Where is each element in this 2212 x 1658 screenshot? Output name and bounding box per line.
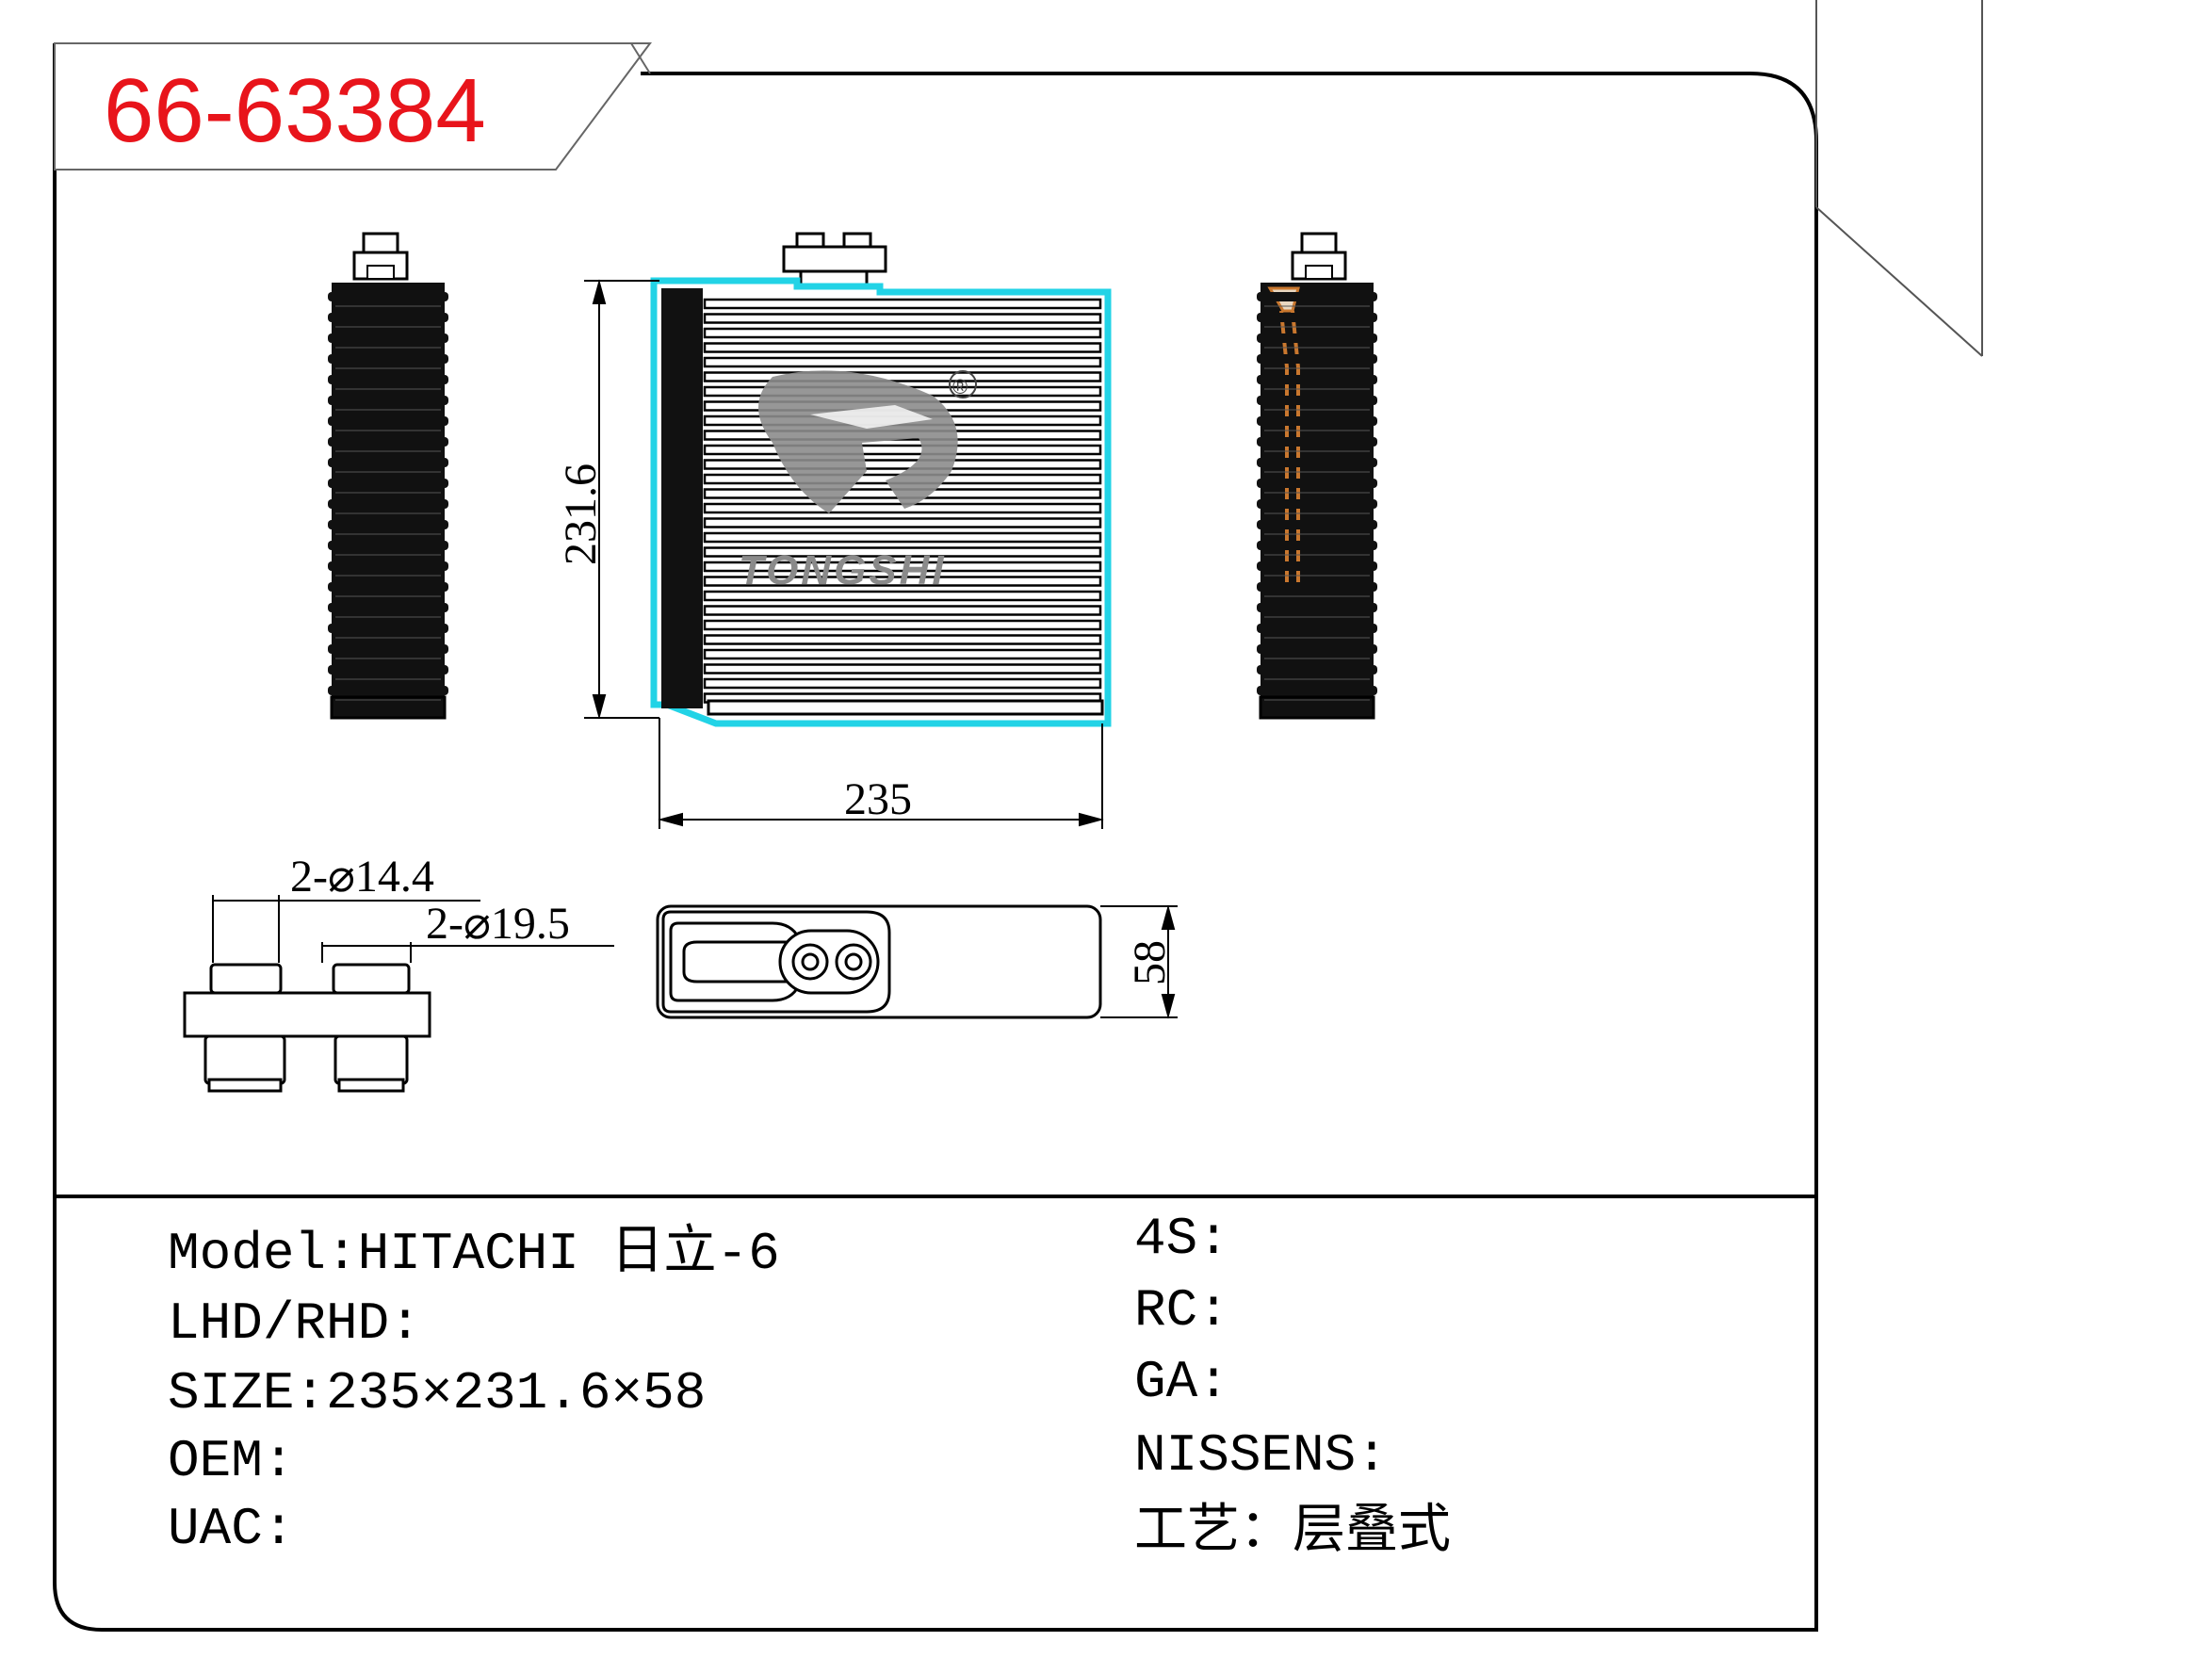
pipe-large-dimension-label: 2-⌀19.5 bbox=[426, 899, 570, 949]
part-number-title: 66-63384 bbox=[104, 60, 486, 161]
fin-rib bbox=[1257, 292, 1377, 301]
fin-rib bbox=[328, 665, 448, 675]
core-tube bbox=[703, 356, 1102, 368]
width-dimension bbox=[658, 718, 1104, 829]
core-tube bbox=[703, 576, 1102, 587]
front-view: 231.6 235 TONGSHI ® bbox=[556, 232, 1112, 829]
fin-rib bbox=[1257, 437, 1377, 447]
core-tube bbox=[703, 605, 1102, 616]
core-tube bbox=[703, 517, 1102, 528]
core-tube bbox=[703, 619, 1102, 631]
fin-rib bbox=[328, 333, 448, 343]
core-tube bbox=[703, 634, 1102, 645]
core-tube bbox=[703, 342, 1102, 353]
spec-uac: UAC: bbox=[168, 1499, 294, 1559]
fin-rib bbox=[1257, 665, 1377, 675]
fin-rib bbox=[1257, 686, 1377, 695]
fin-rib bbox=[1257, 458, 1377, 467]
core-tube bbox=[703, 371, 1102, 382]
fin-rib bbox=[1257, 313, 1377, 322]
fin-rib bbox=[1257, 644, 1377, 654]
fin-rib bbox=[328, 520, 448, 529]
spec-lhd-rhd: LHD/RHD: bbox=[168, 1293, 421, 1354]
width-dimension-label: 235 bbox=[844, 774, 912, 824]
core-tube bbox=[703, 590, 1102, 602]
core-tube bbox=[703, 444, 1102, 456]
spec-rc: RC: bbox=[1134, 1280, 1229, 1341]
pipe-dimension-lines bbox=[212, 895, 614, 963]
fin-rib bbox=[1257, 561, 1377, 571]
top-view bbox=[656, 904, 1102, 1019]
fin-rib bbox=[1257, 354, 1377, 364]
brand-logo-text: TONGSHI bbox=[739, 547, 947, 593]
fin-rib bbox=[1257, 499, 1377, 509]
spec-oem: OEM: bbox=[168, 1431, 294, 1491]
core-tube bbox=[703, 546, 1102, 558]
fin-rib bbox=[328, 479, 448, 488]
spec-size: SIZE:235×231.6×58 bbox=[168, 1363, 706, 1423]
fin-rib bbox=[1257, 375, 1377, 384]
fin-rib bbox=[328, 603, 448, 612]
pipe-small-dimension-label: 2-⌀14.4 bbox=[290, 852, 434, 902]
core-tube bbox=[703, 298, 1102, 310]
spec-nissens: NISSENS: bbox=[1134, 1425, 1388, 1486]
core-tube bbox=[703, 561, 1102, 573]
fin-rib bbox=[328, 541, 448, 550]
fin-rib bbox=[328, 375, 448, 384]
fin-rib bbox=[328, 416, 448, 426]
spec-process: 工艺：层叠式 bbox=[1134, 1502, 1451, 1563]
fin-rib bbox=[328, 644, 448, 654]
fin-rib bbox=[328, 458, 448, 467]
fin-rib bbox=[1257, 603, 1377, 612]
fin-rib bbox=[1257, 582, 1377, 592]
fin-rib bbox=[1257, 416, 1377, 426]
registered-mark: ® bbox=[952, 375, 968, 398]
fin-rib bbox=[1257, 541, 1377, 550]
core-tube bbox=[703, 663, 1102, 675]
fin-rib bbox=[328, 396, 448, 405]
fin-rib bbox=[328, 561, 448, 571]
specs-left: Model:HITACHI 日立-6 LHD/RHD: SIZE:235×231… bbox=[168, 1223, 780, 1559]
fin-rib bbox=[1257, 479, 1377, 488]
core-tube bbox=[703, 677, 1102, 690]
fin-rib bbox=[328, 624, 448, 633]
fin-rib bbox=[1257, 333, 1377, 343]
core-tube bbox=[703, 313, 1102, 324]
core-tube bbox=[703, 531, 1102, 544]
fin-rib bbox=[328, 313, 448, 322]
fin-rib bbox=[1257, 520, 1377, 529]
specs-right: 4S: RC: GA: NISSENS: 工艺：层叠式 bbox=[1134, 1209, 1451, 1563]
height-dimension bbox=[584, 279, 659, 720]
fin-rib bbox=[328, 686, 448, 695]
fin-rib bbox=[328, 292, 448, 301]
spec-4s: 4S: bbox=[1134, 1209, 1229, 1269]
fin-rib bbox=[328, 499, 448, 509]
core-tube bbox=[703, 459, 1102, 470]
brand-logo: TONGSHI ® bbox=[739, 370, 977, 593]
fin-rib bbox=[328, 582, 448, 592]
depth-dimension bbox=[1100, 904, 1178, 1019]
spec-model: Model:HITACHI 日立-6 bbox=[168, 1223, 780, 1284]
fin-rib bbox=[328, 437, 448, 447]
core-tube bbox=[703, 648, 1102, 660]
fin-rib bbox=[1257, 396, 1377, 405]
core-tube bbox=[703, 327, 1102, 339]
title-tab: 66-63384 bbox=[54, 42, 652, 171]
fitting-detail bbox=[183, 963, 431, 1093]
fin-rib bbox=[328, 354, 448, 364]
corner-fold bbox=[1815, 0, 1983, 357]
fin-rib bbox=[1257, 624, 1377, 633]
depth-dimension-label: 58 bbox=[1125, 940, 1175, 985]
spec-ga: GA: bbox=[1134, 1352, 1229, 1412]
height-dimension-label: 231.6 bbox=[556, 463, 606, 565]
